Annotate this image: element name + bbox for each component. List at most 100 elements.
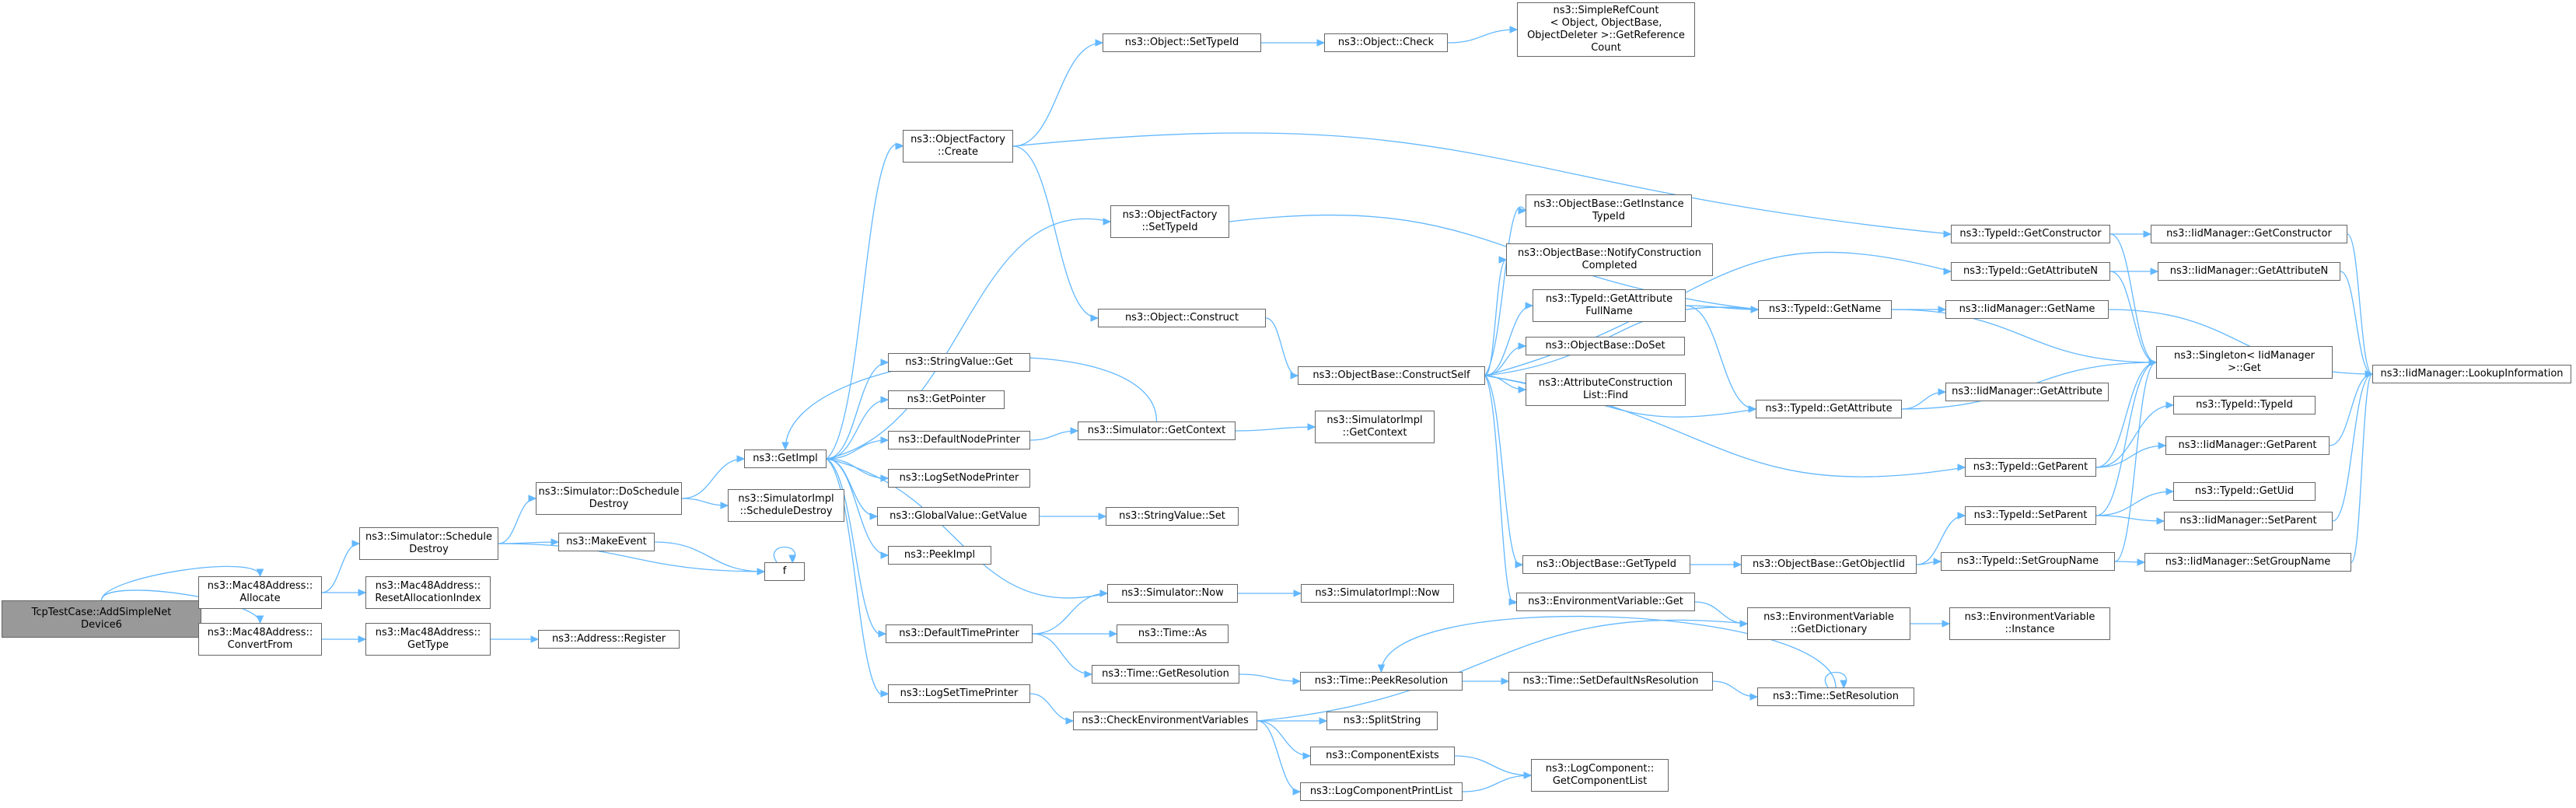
edge-f-self-loop-arrowhead — [788, 554, 796, 564]
edge-sim_getcontext-to-simimpl_getcontext-arrowhead — [1307, 423, 1316, 431]
node-environmentvariable-get[interactable]: ns3::EnvironmentVariable::Get — [1516, 593, 1695, 611]
edge-iidmgr_setgroupname-to-iidmgr_lookupinformation — [2351, 373, 2373, 563]
edge-mac_allocate-to-sim_schedule_destroy-arrowhead — [351, 540, 361, 547]
node-objectfactory-settypeid[interactable]: ns3::ObjectFactory ::SetTypeId — [1110, 205, 1229, 238]
node-stringvalue-set[interactable]: ns3::StringValue::Set — [1106, 507, 1239, 526]
node-componentexists[interactable]: ns3::ComponentExists — [1310, 747, 1455, 765]
node-f[interactable]: f — [764, 562, 805, 581]
edge-sim_doschedule_destroy-to-getimpl-arrowhead — [736, 455, 746, 463]
node-simulator-doscheduledestroy[interactable]: ns3::Simulator::DoSchedule Destroy — [536, 482, 682, 515]
node-environmentvariable-instance[interactable]: ns3::EnvironmentVariable ::Instance — [1949, 607, 2110, 640]
node-logcomponentprintlist[interactable]: ns3::LogComponentPrintList — [1300, 782, 1463, 801]
node-object-settypeid[interactable]: ns3::Object::SetTypeId — [1103, 33, 1261, 52]
edge-typeid_getname-to-iidmgr_getname-arrowhead — [1938, 306, 1947, 313]
node-logsetnodeprinter[interactable]: ns3::LogSetNodePrinter — [888, 469, 1030, 488]
edge-objectbase_constructself-to-typeid_getattributefullname-arrowhead — [1525, 302, 1534, 310]
edge-typeid_setgroupname-to-singleton_get — [2114, 362, 2157, 562]
node-objectbase-doset[interactable]: ns3::ObjectBase::DoSet — [1526, 337, 1685, 355]
node-defaultnodeprinter[interactable]: ns3::DefaultNodePrinter — [888, 431, 1030, 449]
edge-getimpl-to-peekimpl-arrowhead — [880, 551, 890, 559]
node-logsettimeprinter[interactable]: ns3::LogSetTimePrinter — [888, 684, 1030, 703]
node-typeid-getattributen[interactable]: ns3::TypeId::GetAttributeN — [1951, 262, 2110, 281]
node-globalvalue-getvalue[interactable]: ns3::GlobalValue::GetValue — [877, 507, 1040, 526]
edge-typeid_getattributen-to-singleton_get — [2109, 271, 2157, 363]
edge-typeid_setgroupname-to-iidmgr_setgroupname-arrowhead — [2137, 558, 2146, 566]
node-splitstring[interactable]: ns3::SplitString — [1326, 712, 1438, 730]
node-iidmanager-setparent[interactable]: ns3::IidManager::SetParent — [2164, 512, 2333, 530]
node-objectbase-constructself[interactable]: ns3::ObjectBase::ConstructSelf — [1298, 366, 1485, 385]
edge-log_set_time_printer-to-check_env_vars — [1029, 693, 1074, 722]
node-typeid-getattributefullname[interactable]: ns3::TypeId::GetAttribute FullName — [1533, 289, 1686, 322]
node-typeid-setparent[interactable]: ns3::TypeId::SetParent — [1965, 506, 2096, 525]
node-logcomponent-getcomponentlist[interactable]: ns3::LogComponent:: GetComponentList — [1531, 759, 1669, 792]
node-typeid-getattribute[interactable]: ns3::TypeId::GetAttribute — [1756, 400, 1902, 418]
node-typeid-getconstructor[interactable]: ns3::TypeId::GetConstructor — [1951, 225, 2110, 243]
edge-object_construct-to-objectbase_constructself-arrowhead — [1290, 372, 1299, 380]
node-defaulttimeprinter[interactable]: ns3::DefaultTimePrinter — [886, 624, 1033, 643]
node-typeid-getuid[interactable]: ns3::TypeId::GetUid — [2173, 482, 2316, 501]
node-time-as[interactable]: ns3::Time::As — [1117, 624, 1229, 643]
node-typeid-getname[interactable]: ns3::TypeId::GetName — [1758, 300, 1892, 319]
edge-objectbase_gettypeid-to-objectbase_getobjectiid-arrowhead — [1733, 561, 1742, 568]
edge-typeid_getattributefullname-to-typeid_getname — [1685, 305, 1759, 310]
node-environmentvariable-getdictionary[interactable]: ns3::EnvironmentVariable ::GetDictionary — [1747, 607, 1910, 640]
node-objectbase-notifyconstructioncompleted[interactable]: ns3::ObjectBase::NotifyConstruction Comp… — [1506, 243, 1713, 276]
node-stringvalue-get[interactable]: ns3::StringValue::Get — [888, 353, 1030, 372]
edge-sim_doschedule_destroy-to-simimpl_schedule_destroy-arrowhead — [720, 502, 729, 509]
edge-default_time_printer-to-time_getresolution — [1032, 633, 1092, 675]
node-time-peekresolution[interactable]: ns3::Time::PeekResolution — [1300, 672, 1463, 691]
node-iidmanager-getname[interactable]: ns3::IidManager::GetName — [1945, 300, 2109, 319]
node-simulator-scheduledestroy[interactable]: ns3::Simulator::Schedule Destroy — [359, 527, 498, 560]
edge-objectbase_constructself-to-objectbase_notifyconstruction-arrowhead — [1498, 256, 1508, 264]
node-simulator-getcontext[interactable]: ns3::Simulator::GetContext — [1078, 421, 1236, 440]
node-iidmanager-getattribute[interactable]: ns3::IidManager::GetAttribute — [1945, 383, 2109, 401]
edge-typeid_getattribute-to-iidmgr_getattribute-arrowhead — [1938, 388, 1947, 396]
node-simulatorimpl-getcontext[interactable]: ns3::SimulatorImpl ::GetContext — [1315, 411, 1435, 443]
node-address-register[interactable]: ns3::Address::Register — [538, 630, 680, 649]
edge-check_env_vars-to-split_string-arrowhead — [1319, 717, 1328, 725]
node-objectbase-getobjectiid[interactable]: ns3::ObjectBase::GetObjectIid — [1741, 555, 1917, 574]
node-iidmanager-getparent[interactable]: ns3::IidManager::GetParent — [2165, 436, 2330, 455]
edge-log_component_printlist-to-logcomponent_getcomponentlist — [1462, 775, 1532, 792]
node-makeevent[interactable]: ns3::MakeEvent — [558, 533, 655, 551]
edge-objfactory_create-to-typeid_getconstructor — [1012, 132, 1952, 235]
node-mac48address-convertfrom[interactable]: ns3::Mac48Address:: ConvertFrom — [198, 623, 322, 656]
edge-default_time_printer-to-sim_now-arrowhead — [1099, 589, 1109, 597]
node-iidmanager-setgroupname[interactable]: ns3::IidManager::SetGroupName — [2144, 553, 2351, 572]
edge-default_node_printer-to-sim_getcontext-arrowhead — [1070, 427, 1079, 435]
edge-objectbase_constructself-to-typeid_getattributen-arrowhead — [1943, 268, 1952, 275]
node-mac48address-resetallocationindex[interactable]: ns3::Mac48Address:: ResetAllocationIndex — [365, 576, 491, 609]
node-peekimpl[interactable]: ns3::PeekImpl — [888, 546, 991, 565]
edge-env_var_get-to-env_var_getdictionary-arrowhead — [1739, 620, 1749, 628]
node-typeid-typeid[interactable]: ns3::TypeId::TypeId — [2173, 396, 2316, 414]
node-iidmanager-getattributen[interactable]: ns3::IidManager::GetAttributeN — [2158, 262, 2340, 281]
node-time-setdefaultnsresolution[interactable]: ns3::Time::SetDefaultNsResolution — [1508, 672, 1713, 691]
node-getpointer[interactable]: ns3::GetPointer — [888, 390, 1005, 409]
node-typeid-setgroupname[interactable]: ns3::TypeId::SetGroupName — [1941, 552, 2115, 571]
node-simulatorimpl-scheduledestroy[interactable]: ns3::SimulatorImpl ::ScheduleDestroy — [728, 489, 844, 522]
node-objectbase-getinstancetypeid[interactable]: ns3::ObjectBase::GetInstance TypeId — [1526, 194, 1692, 227]
node-checkenvironmentvariables[interactable]: ns3::CheckEnvironmentVariables — [1073, 712, 1257, 730]
node-iidmanager-lookupinformation[interactable]: ns3::IidManager::LookupInformation — [2372, 365, 2571, 383]
node-simplerefcount-getreferencecount[interactable]: ns3::SimpleRefCount < Object, ObjectBase… — [1517, 2, 1695, 57]
edge-getimpl-to-getpointer-arrowhead — [880, 396, 890, 404]
node-iidmanager-getconstructor[interactable]: ns3::IidManager::GetConstructor — [2151, 225, 2347, 243]
node-simulator-now[interactable]: ns3::Simulator::Now — [1107, 584, 1238, 603]
edge-mac_allocate-to-mac_reset-arrowhead — [358, 589, 367, 596]
node-mac48address-allocate[interactable]: ns3::Mac48Address:: Allocate — [198, 576, 322, 609]
node-objectbase-gettypeid[interactable]: ns3::ObjectBase::GetTypeId — [1522, 555, 1690, 574]
node-objectfactory-create[interactable]: ns3::ObjectFactory ::Create — [903, 130, 1013, 163]
node-simulatorimpl-now[interactable]: ns3::SimulatorImpl::Now — [1301, 584, 1454, 603]
node-mac48address-gettype[interactable]: ns3::Mac48Address:: GetType — [365, 623, 491, 656]
node-typeid-getparent[interactable]: ns3::TypeId::GetParent — [1965, 458, 2096, 477]
node-time-setresolution[interactable]: ns3::Time::SetResolution — [1757, 687, 1914, 706]
node-time-getresolution[interactable]: ns3::Time::GetResolution — [1092, 665, 1239, 684]
edge-check_env_vars-to-component_exists — [1257, 720, 1311, 757]
node-singleton-iidmanager-get[interactable]: ns3::Singleton< IidManager >::Get — [2156, 346, 2333, 379]
node-tcptestcase-addsimplenetdevice6: TcpTestCase::AddSimpleNet Device6 — [2, 600, 201, 638]
node-object-check[interactable]: ns3::Object::Check — [1324, 33, 1448, 52]
node-getimpl[interactable]: ns3::GetImpl — [744, 449, 827, 468]
node-object-construct[interactable]: ns3::Object::Construct — [1098, 309, 1266, 327]
node-attributeconstructionlist-find[interactable]: ns3::AttributeConstruction List::Find — [1526, 373, 1686, 406]
edge-getimpl-to-objfactory_settypeid — [826, 218, 1111, 460]
